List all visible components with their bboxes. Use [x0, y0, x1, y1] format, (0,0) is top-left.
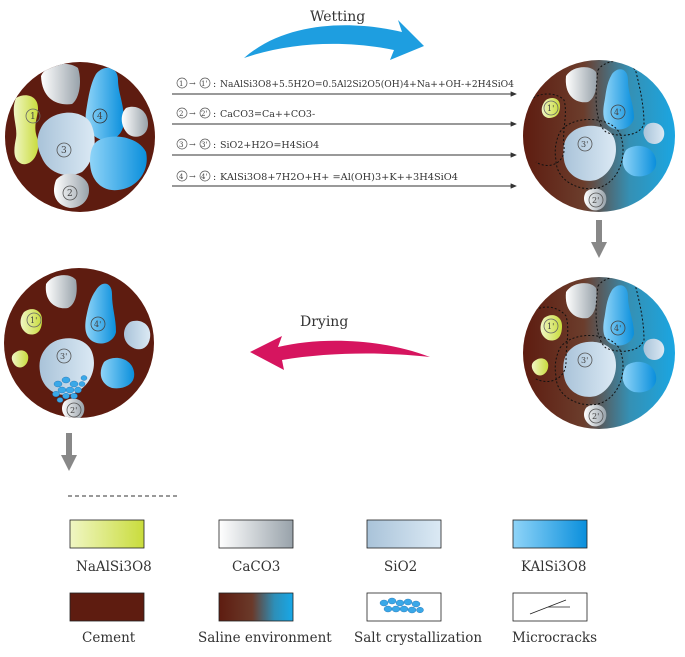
reaction-4: 4 → 4' : KAlSi3O8+7H2O+H+ =Al(OH)3+K++3H…	[176, 170, 458, 183]
legend-swatch-kalsi	[512, 519, 588, 549]
svg-text::: :	[213, 79, 216, 90]
legend-label-saline: Saline environment	[198, 630, 332, 646]
label-4: 4	[97, 112, 103, 122]
legend-label-cement: Cement	[82, 630, 136, 646]
salt-crystal-icon	[379, 597, 424, 614]
reaction-2-equation: CaCO3=Ca++CO3-	[220, 109, 315, 120]
wetting-label: Wetting	[310, 9, 365, 25]
label-1-prime-saline: 1'	[547, 322, 554, 331]
label-1-prime-dry: 1'	[30, 316, 37, 325]
svg-text:4': 4'	[201, 173, 207, 181]
label-2-prime-dry: 2'	[70, 406, 77, 415]
svg-text:3': 3'	[201, 141, 207, 149]
circle-wetted: 1' 4' 3' 2'	[523, 60, 675, 212]
legend-label-cracks: Microcracks	[512, 630, 597, 646]
svg-text:→: →	[189, 79, 196, 88]
svg-text:→: →	[189, 172, 196, 181]
legend-label-naalsi: NaAlSi3O8	[76, 559, 152, 575]
label-4-prime-wet: 4'	[614, 108, 621, 117]
svg-text:3: 3	[179, 141, 183, 149]
drying-label: Drying	[300, 314, 348, 330]
legend-swatch-naalsi	[69, 519, 145, 549]
label-3-prime-dry: 3'	[60, 352, 67, 361]
svg-text:→: →	[189, 140, 196, 149]
label-4-prime-dry: 4'	[94, 320, 101, 329]
down-arrow-right	[591, 220, 607, 258]
label-1-prime-wet: 1'	[547, 104, 554, 113]
legend-label-caco3: CaCO3	[232, 559, 280, 575]
reaction-4-equation: KAlSi3O8+7H2O+H+ =Al(OH)3+K++3H4SiO4	[220, 172, 458, 183]
circle-initial: 1 4 3 2	[5, 62, 155, 212]
svg-text:4: 4	[179, 173, 184, 181]
label-2: 2	[67, 189, 73, 199]
label-2-prime-wet: 2'	[592, 196, 599, 205]
label-1: 1	[30, 112, 36, 122]
reaction-3: 3 → 3' : SiO2+H2O=H4SiO4	[176, 138, 319, 151]
circle-saline: 1' 4' 3' 2'	[523, 277, 675, 429]
label-3-prime-saline: 3'	[581, 356, 588, 365]
reaction-1: 1 → 1' : NaAlSi3O8+5.5H2O=0.5Al2Si2O5(OH…	[176, 77, 514, 90]
wetting-arrow	[244, 20, 424, 60]
microcrack-icon	[529, 599, 570, 615]
label-2-prime-saline: 2'	[592, 412, 599, 421]
label-4-prime-saline: 4'	[614, 324, 621, 333]
reaction-2: 2 → 2' : CaCO3=Ca++CO3-	[176, 107, 315, 120]
legend-label-kalsi: KAlSi3O8	[521, 559, 586, 575]
legend-swatch-saline	[218, 592, 294, 622]
svg-text:1': 1'	[201, 80, 207, 88]
legend: NaAlSi3O8 CaCO3 SiO2 KAlSi3O8 Cement Sal…	[69, 519, 597, 646]
svg-text:2': 2'	[201, 110, 207, 118]
label-3: 3	[61, 146, 67, 156]
svg-text:→: →	[189, 109, 196, 118]
reaction-1-equation: NaAlSi3O8+5.5H2O=0.5Al2Si2O5(OH)4+Na++OH…	[220, 79, 514, 90]
svg-text::: :	[213, 109, 216, 120]
circle-dried: 1' 4' 3' 2'	[4, 268, 154, 418]
drying-arrow	[250, 336, 430, 370]
down-arrow-left	[61, 433, 77, 471]
legend-label-salt: Salt crystallization	[354, 630, 482, 646]
legend-label-sio2: SiO2	[384, 559, 417, 575]
label-3-prime-wet: 3'	[581, 140, 588, 149]
svg-text::: :	[213, 140, 216, 151]
svg-text::: :	[213, 172, 216, 183]
reaction-3-equation: SiO2+H2O=H4SiO4	[220, 140, 319, 151]
reaction-list: 1 → 1' : NaAlSi3O8+5.5H2O=0.5Al2Si2O5(OH…	[172, 77, 517, 189]
legend-swatch-sio2	[366, 519, 442, 549]
legend-swatch-caco3	[218, 519, 294, 549]
legend-swatch-cement	[69, 592, 145, 622]
svg-text:1: 1	[179, 80, 183, 88]
svg-text:2: 2	[179, 110, 183, 118]
